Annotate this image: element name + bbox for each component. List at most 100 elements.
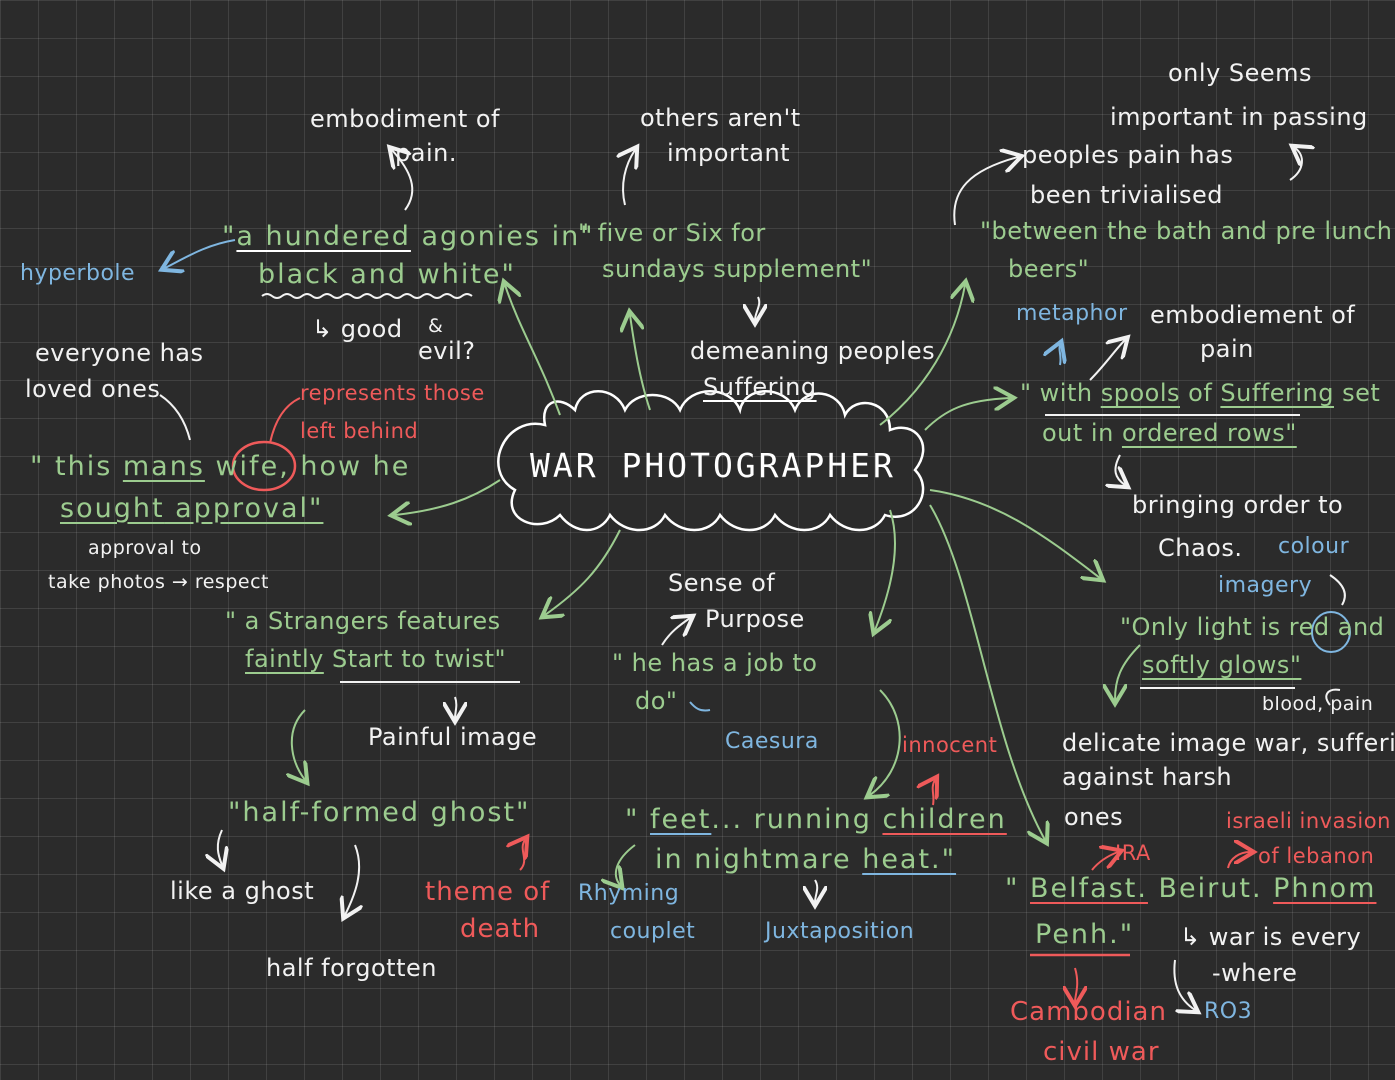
- page-title: WAR PHOTOGRAPHER: [530, 446, 896, 485]
- note-blood-pain: blood, pain: [1262, 693, 1374, 715]
- quote-hundred-agonies-line1: "a hundered agonies in": [222, 222, 595, 252]
- device-metaphor: metaphor: [1016, 301, 1128, 326]
- quote-open-mark-spools: " with: [1020, 379, 1101, 407]
- quote-faintly: faintly: [245, 645, 324, 673]
- device-juxtaposition: Juxtaposition: [765, 919, 915, 944]
- note-ro3: RO3: [1204, 999, 1253, 1024]
- note-others-arent: others aren't: [640, 104, 801, 132]
- note-trivialised: been trivialised: [1030, 181, 1223, 209]
- quote-open-mark-feet: ": [625, 804, 651, 835]
- quote-mans: mans: [122, 451, 205, 482]
- note-left-behind: left behind: [300, 419, 419, 443]
- quote-open-mark-belfast: ": [1005, 873, 1031, 904]
- device-hyperbole: hyperbole: [20, 261, 136, 286]
- note-important: important: [667, 139, 791, 167]
- note-israeli-invasion: israeli invasion: [1226, 809, 1391, 833]
- quote-heat: heat.": [862, 844, 957, 875]
- note-innocent: innocent: [902, 733, 998, 757]
- note-civil-war: civil war: [1043, 1037, 1160, 1067]
- note-where: -where: [1212, 959, 1298, 987]
- note-chaos: Chaos.: [1158, 534, 1243, 562]
- note-represents-those: represents those: [300, 381, 485, 405]
- quote-agonies: agonies in": [410, 221, 595, 252]
- quote-out-in: out in: [1042, 419, 1122, 447]
- note-peoples-pain: peoples pain has: [1022, 141, 1234, 169]
- device-couplet: couplet: [610, 919, 696, 944]
- quote-strangers-line2: faintly Start to twist": [245, 646, 506, 672]
- quote-open-mark-wife: " this: [30, 451, 123, 482]
- quote-mans-wife-line1: " this mans wife, how he: [30, 452, 410, 482]
- quote-beirut: Beirut.: [1147, 873, 1274, 904]
- note-cambodian: Cambodian: [1010, 997, 1167, 1027]
- note-important-in-passing: important in passing: [1110, 103, 1368, 131]
- quote-sought: sought: [60, 493, 165, 524]
- note-ones: ones: [1064, 803, 1124, 831]
- quote-running-children-line2: in nightmare heat.": [655, 845, 956, 875]
- quote-how-he: , how he: [279, 451, 411, 482]
- quote-half-formed-ghost: "half-formed ghost": [228, 797, 531, 828]
- quote-open-mark: ": [222, 221, 237, 252]
- quote-belfast-line1: " Belfast. Beirut. Phnom: [1005, 874, 1376, 904]
- quote-hundred-word: a hundered: [236, 221, 411, 252]
- note-pain: pain.: [395, 139, 457, 167]
- device-rhyming: Rhyming: [578, 881, 680, 906]
- note-painful-image: Painful image: [368, 723, 538, 751]
- quote-spools-line2: out in ordered rows": [1042, 420, 1297, 446]
- note-half-forgotten: half forgotten: [266, 954, 437, 982]
- quote-hundred-agonies-line2: black and white": [258, 259, 516, 290]
- title-cloud: [497, 390, 925, 532]
- note-approval-to: approval to: [88, 537, 202, 559]
- note-purpose: Purpose: [705, 605, 805, 633]
- quote-job-to-do-line2: do": [635, 687, 678, 715]
- note-pain-2: pain: [1200, 335, 1254, 363]
- note-only-seems: only Seems: [1168, 59, 1313, 87]
- quote-wife: wife: [204, 451, 280, 482]
- note-war-is-everywhere: ↳ war is every: [1180, 923, 1362, 951]
- note-bringing-order: bringing order to: [1132, 491, 1344, 519]
- quote-running: ... running: [711, 804, 883, 835]
- quote-belfast-line2: Penh.": [1035, 919, 1135, 950]
- note-delicate-image: delicate image war, suffering: [1062, 729, 1395, 757]
- note-suffering: Suffering: [703, 373, 817, 401]
- note-embodiement-of: embodiement of: [1150, 301, 1356, 329]
- quote-between-bath-line1: "between the bath and pre lunch: [980, 218, 1392, 245]
- quote-suffering-word: Suffering: [1220, 379, 1334, 407]
- quote-start-to-twist: Start to twist": [323, 645, 507, 673]
- note-embodiment-of-pain: embodiment of: [310, 105, 500, 133]
- quote-five-or-six-line1: " five or Six for: [578, 219, 766, 247]
- quote-only-light-line2: softly glows": [1142, 651, 1302, 679]
- quote-spools-line1: " with spools of Suffering set: [1020, 380, 1380, 406]
- note-sense-of: Sense of: [668, 569, 776, 597]
- note-evil: evil?: [418, 337, 476, 365]
- note-death: death: [460, 914, 541, 944]
- note-good: ↳ good: [312, 315, 403, 343]
- quote-belfast: Belfast.: [1030, 873, 1148, 904]
- note-of-lebanon: of lebanon: [1258, 844, 1375, 868]
- quote-job-to-do-line1: " he has a job to: [612, 649, 818, 677]
- quote-strangers-line1: " a Strangers features: [225, 607, 501, 635]
- quote-feet: feet: [650, 804, 712, 835]
- note-loved-ones: loved ones: [25, 375, 161, 403]
- note-take-photos: take photos → respect: [48, 571, 269, 593]
- note-against-harsh: against harsh: [1062, 763, 1233, 791]
- note-theme-of: theme of: [425, 877, 551, 907]
- note-like-a-ghost: like a ghost: [170, 877, 315, 905]
- quote-running-children-line1: " feet... running children: [625, 805, 1007, 835]
- quote-set: set: [1333, 379, 1381, 407]
- quote-between-bath-line2: beers": [1008, 255, 1090, 283]
- note-ampersand: &: [428, 315, 444, 337]
- quote-five-or-six-line2: sundays supplement": [602, 255, 873, 283]
- device-imagery: imagery: [1218, 573, 1313, 598]
- note-everyone-has: everyone has: [35, 339, 204, 367]
- quote-ordered-rows: ordered rows": [1121, 419, 1297, 447]
- quote-only-light-line1: "Only light is red and: [1120, 613, 1385, 641]
- quote-of: of: [1180, 379, 1221, 407]
- quote-phnom: Phnom: [1273, 873, 1377, 904]
- device-colour: colour: [1278, 534, 1350, 559]
- note-ira: IRA: [1115, 841, 1151, 865]
- quote-children: children: [882, 804, 1007, 835]
- quote-spools-word: spools: [1100, 379, 1180, 407]
- note-demeaning: demeaning peoples: [690, 337, 936, 365]
- quote-mans-wife-line2: sought approval": [60, 494, 323, 524]
